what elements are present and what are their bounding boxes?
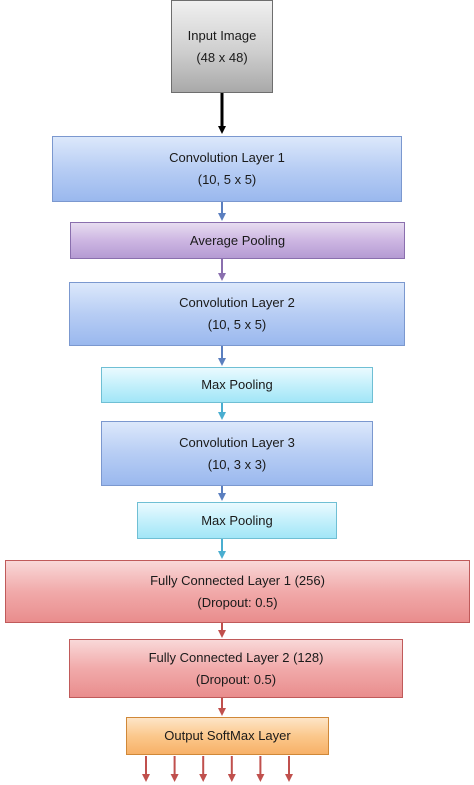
input-image-label: Input Image	[187, 27, 257, 43]
fully-connected-layer-2-label: Fully Connected Layer 2 (128)	[148, 649, 324, 665]
convolution-layer-1-params: (10, 5 x 5)	[197, 172, 257, 187]
max-pooling-2-node: Max Pooling	[137, 502, 337, 539]
fully-connected-layer-2-dropout: (Dropout: 0.5)	[195, 671, 277, 687]
fully-connected-layer-1-label: Fully Connected Layer 1 (256)	[150, 572, 325, 588]
max-pooling-1-label: Max Pooling	[201, 377, 273, 392]
average-pooling-label: Average Pooling	[189, 232, 286, 248]
average-pooling-node: Average Pooling	[70, 222, 405, 259]
fully-connected-layer-1-dropout: (Dropout: 0.5)	[197, 594, 278, 610]
convolution-layer-3-params: (10, 3 x 3)	[207, 456, 267, 472]
convolution-layer-3-node: Convolution Layer 3 (10, 3 x 3)	[101, 421, 373, 486]
convolution-layer-1-label: Convolution Layer 1	[169, 150, 285, 165]
convolution-layer-2-params: (10, 5 x 5)	[207, 317, 267, 332]
fully-connected-layer-1-node: Fully Connected Layer 1 (256) (Dropout: …	[5, 560, 470, 623]
input-image-size: (48 x 48)	[196, 49, 248, 65]
convolution-layer-1-node: Convolution Layer 1 (10, 5 x 5)	[52, 136, 402, 202]
input-image-node: Input Image (48 x 48)	[171, 0, 273, 93]
output-softmax-node: Output SoftMax Layer	[126, 717, 329, 755]
convolution-layer-3-label: Convolution Layer 3	[179, 434, 295, 450]
convolution-layer-2-node: Convolution Layer 2 (10, 5 x 5)	[69, 282, 405, 346]
fully-connected-layer-2-node: Fully Connected Layer 2 (128) (Dropout: …	[69, 639, 403, 698]
output-softmax-label: Output SoftMax Layer	[164, 728, 291, 743]
max-pooling-1-node: Max Pooling	[101, 367, 373, 403]
output-arrows-group	[142, 756, 293, 782]
convolution-layer-2-label: Convolution Layer 2	[179, 295, 295, 310]
max-pooling-2-label: Max Pooling	[201, 512, 273, 528]
